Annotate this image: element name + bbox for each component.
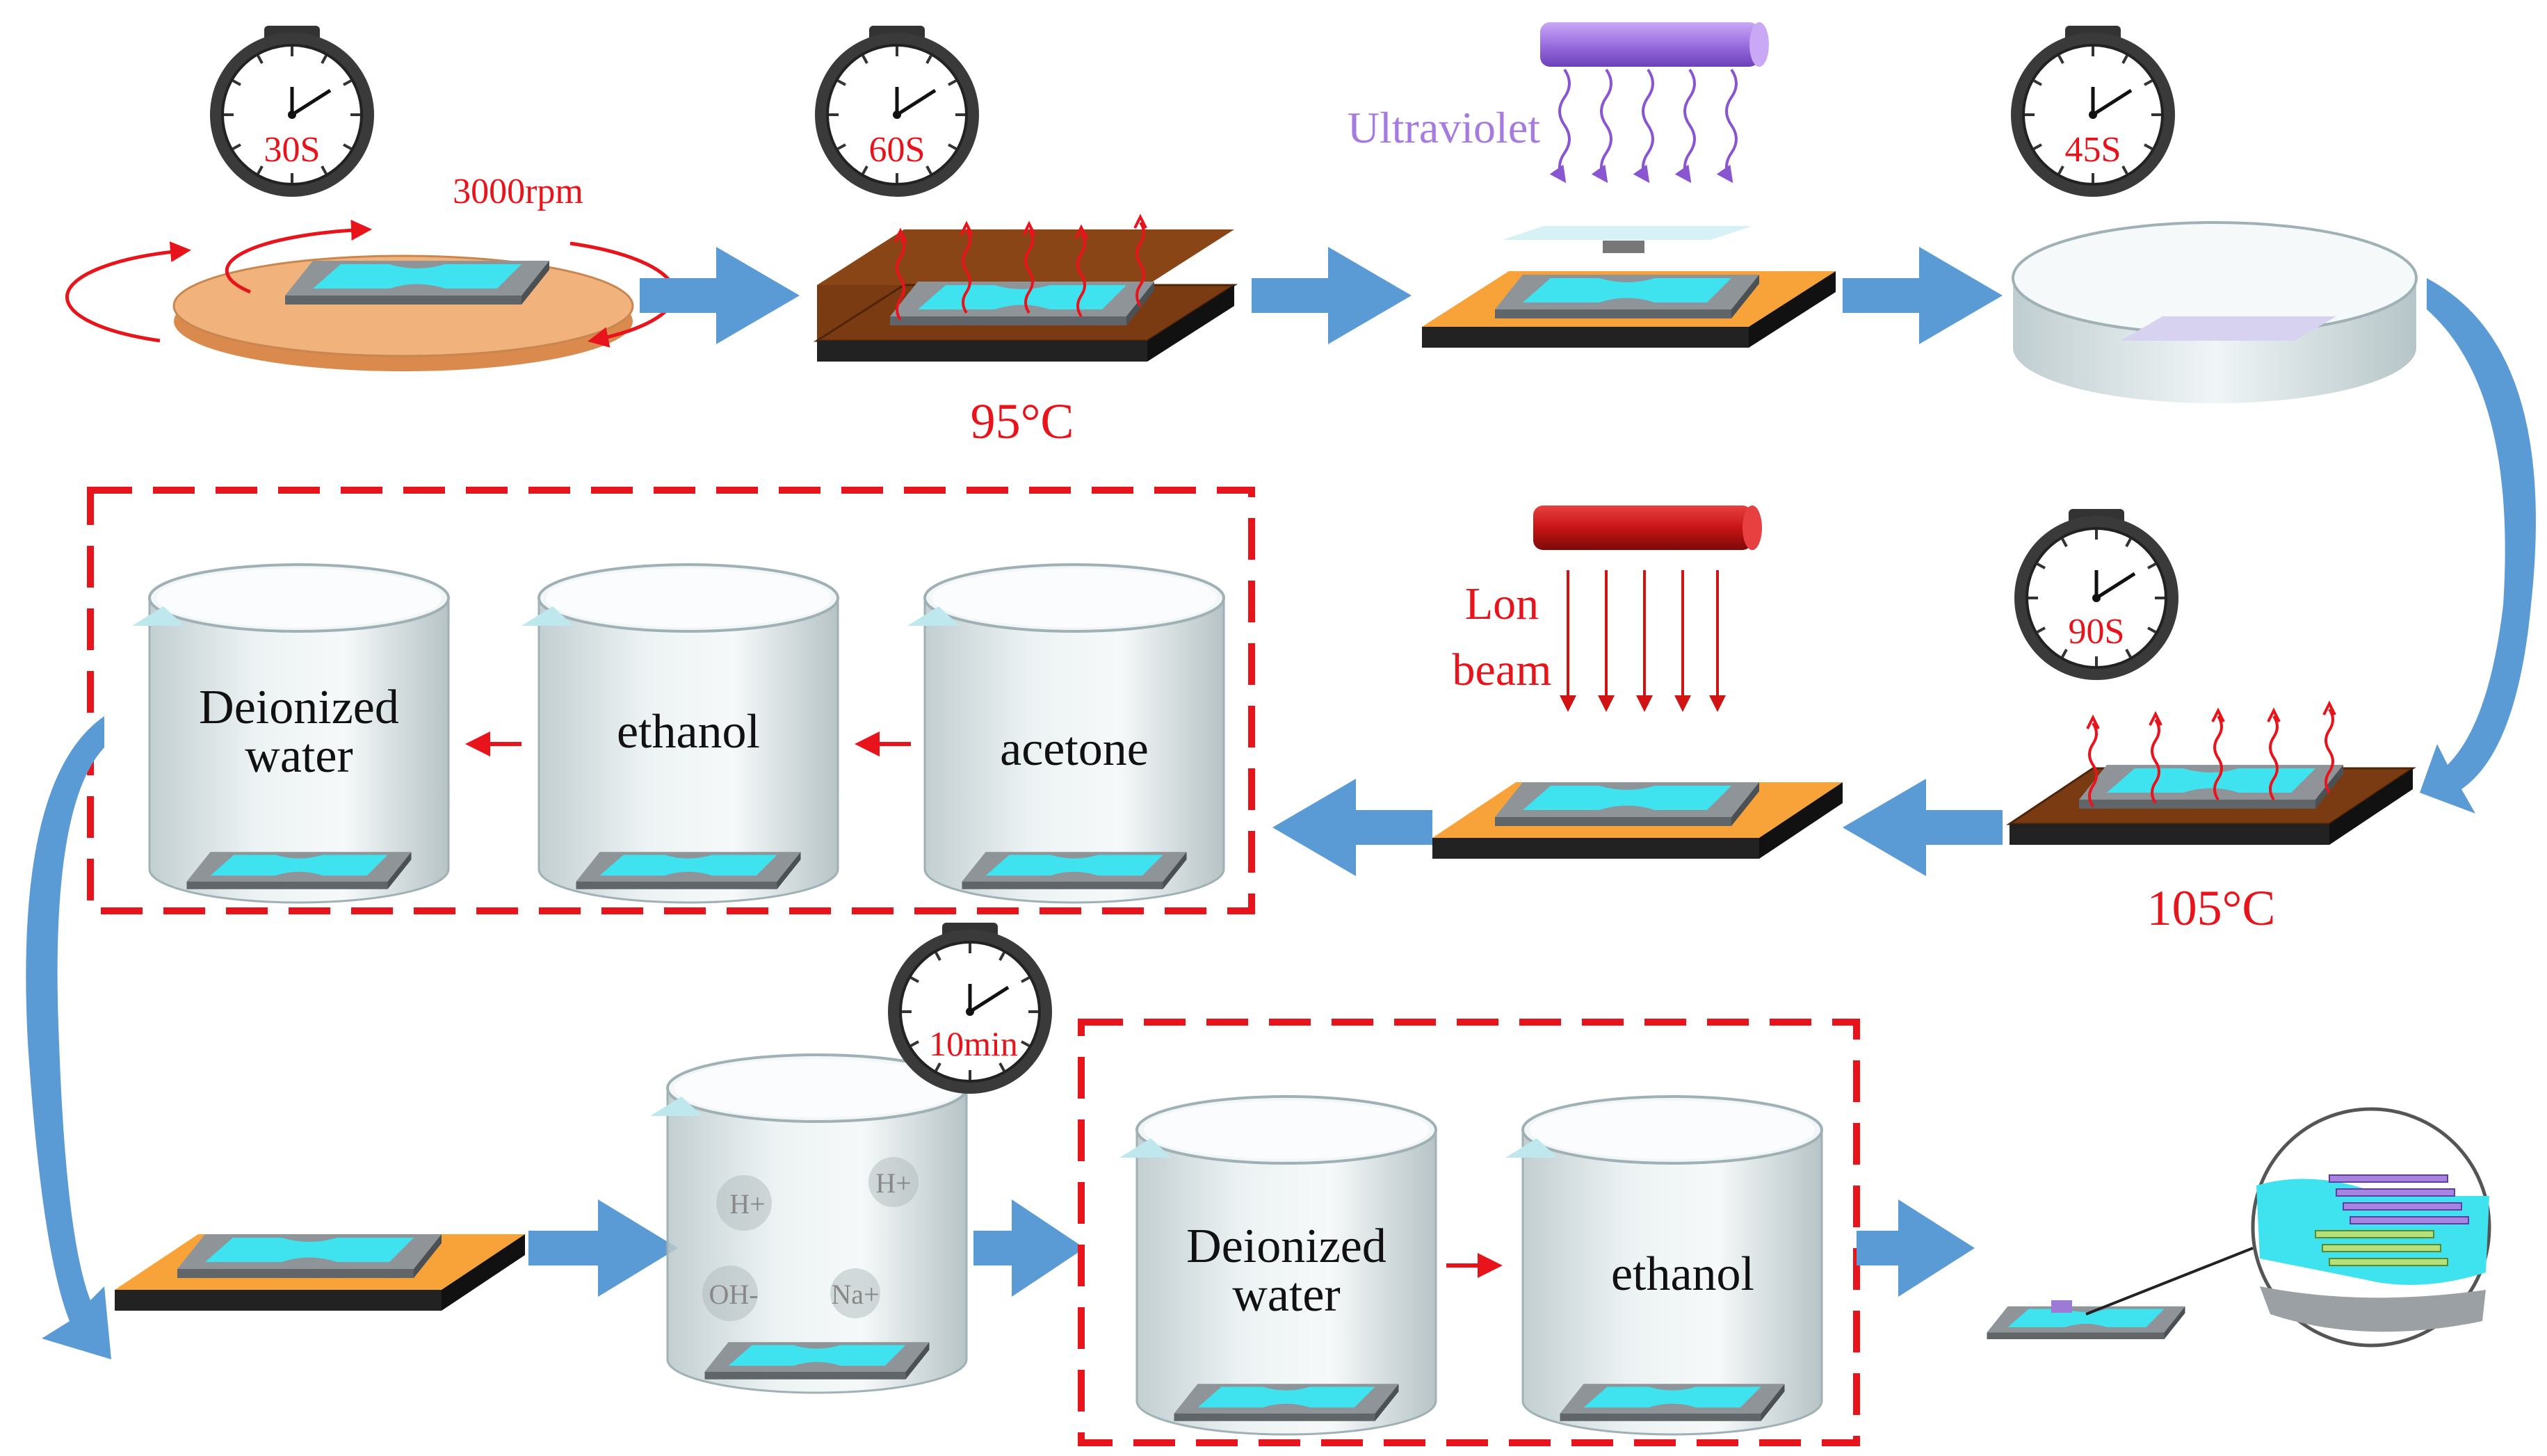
temp-95c-label: 95°C <box>971 394 1074 449</box>
beaker-label-ethanol: ethanol <box>1611 1247 1754 1301</box>
beaker-label-ethanol: ethanol <box>617 705 760 759</box>
flow-arrow-icon <box>1843 779 2003 876</box>
final-device <box>1987 1107 2491 1348</box>
step-ion-beam-etching: Lon beam <box>1432 505 1843 859</box>
timer-60s-label: 60S <box>869 130 925 170</box>
flow-arrow-icon <box>2420 278 2536 814</box>
beaker-label-acetone: acetone <box>1000 722 1149 776</box>
flow-arrow-icon <box>1272 779 1432 876</box>
beaker-label-deionized-line2: water <box>1232 1268 1340 1322</box>
ion-h-label: H+ <box>875 1167 911 1199</box>
step-soft-bake: 60S 95°C <box>815 26 1238 449</box>
cleaning-group-1: Deionized water ethanol acetone <box>87 487 1255 914</box>
stopwatch-icon <box>2011 26 2175 197</box>
timer-90s-label: 90S <box>2069 612 2125 652</box>
flow-arrow-icon <box>1857 1199 1975 1297</box>
ion-h-label: H+ <box>729 1188 765 1220</box>
step-uv-exposure: Ultraviolet <box>1348 22 1836 348</box>
ion-oh-label: OH- <box>709 1279 758 1310</box>
temp-105c-label: 105°C <box>2147 880 2276 936</box>
flow-arrow-icon <box>1252 247 1412 344</box>
stopwatch-icon <box>888 923 1052 1094</box>
flow-arrow-icon <box>973 1199 1085 1297</box>
step-substrate-transfer <box>115 1234 525 1311</box>
step-spin-coating: 30S 3000rpm <box>65 26 677 371</box>
stopwatch-icon <box>815 26 979 197</box>
ion-beam-label-line2: beam <box>1453 645 1552 695</box>
flow-arrow-icon <box>528 1199 678 1297</box>
ion-beam-lamp-icon <box>1533 505 1762 550</box>
ion-na-label: Na+ <box>831 1279 879 1310</box>
timer-45s-label: 45S <box>2065 130 2121 170</box>
stopwatch-icon <box>210 26 374 197</box>
ion-beam-label-line1: Lon <box>1465 579 1539 629</box>
stopwatch-icon <box>2014 509 2178 680</box>
flow-arrow-icon <box>1843 247 2003 344</box>
uv-label: Ultraviolet <box>1348 103 1540 152</box>
timer-30s-label: 30S <box>264 130 321 170</box>
flow-arrow-icon <box>26 716 111 1359</box>
cleaning-group-2: Deionized water ethanol <box>1078 1019 1860 1446</box>
step-wet-etching: H+ H+ OH- Na+ 10min <box>650 923 1052 1393</box>
step-development: 45S <box>2011 26 2418 403</box>
spin-speed-label: 3000rpm <box>453 172 583 211</box>
beaker-label-deionized-line1: Deionized <box>199 681 399 734</box>
magnifier-inset-icon <box>2251 1107 2491 1348</box>
beaker-label-deionized-line2: water <box>245 729 353 783</box>
timer-10min-label: 10min <box>929 1024 1018 1063</box>
step-post-exposure-bake: 90S 105°C <box>2006 509 2416 936</box>
flow-arrow-icon <box>640 247 800 344</box>
beaker-label-deionized-line1: Deionized <box>1186 1220 1386 1273</box>
uv-lamp-icon <box>1540 22 1769 67</box>
